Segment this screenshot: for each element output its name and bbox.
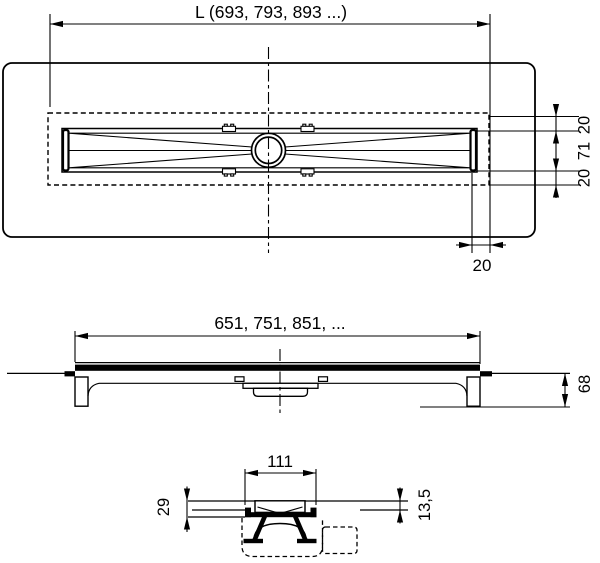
plan-view: L (693, 793, 893 ...) 20 71 20 20 [2, 2, 594, 275]
grate-frame-section [254, 500, 306, 514]
fixing-clip-bottom-right [300, 168, 315, 177]
side-view: 651, 751, 851, ... 68 [7, 313, 594, 414]
channel-end-cap-right [469, 128, 478, 172]
fixing-clip-top-right [300, 123, 315, 133]
drain-channel-plan [61, 123, 478, 177]
side-length-label: 651, 751, 851, ... [214, 313, 345, 333]
recess-depth-label: 13,5 [416, 489, 434, 521]
flange-tab-right [480, 371, 492, 377]
end-view: 111 29 13,5 [155, 452, 434, 558]
plan-edge-bottom-label: 20 [576, 169, 594, 187]
plan-edge-top-label: 20 [576, 116, 594, 134]
plan-arrowheads [50, 20, 560, 249]
bracket-foot-right [297, 538, 317, 544]
bracket-leg-right [293, 517, 308, 539]
flange-width-label: 111 [267, 452, 293, 471]
end-arrowheads [183, 469, 404, 530]
plan-end-offset-label: 20 [473, 256, 492, 275]
seal-flange-lip-left [245, 507, 251, 518]
channel-profile-bar [75, 364, 480, 371]
side-clip-right [317, 376, 329, 382]
seal-flange-lip-right [310, 507, 317, 518]
support-foot-left [74, 376, 89, 407]
grate-frame-vee [257, 506, 303, 515]
support-foot-right-brace [455, 382, 468, 397]
section-level-lines-right [305, 500, 408, 511]
fixing-clip-top-left [221, 123, 237, 133]
plan-length-label: L (693, 793, 893 ...) [195, 2, 347, 22]
siphon-dashed-outline [241, 518, 324, 558]
siphon-outlet-dashed [321, 526, 358, 555]
fixing-clip-bottom-left [221, 168, 237, 177]
right-reference-lines [477, 115, 579, 186]
seal-flange-bar [245, 512, 317, 518]
side-clip-left [234, 376, 245, 382]
frame-height-label: 29 [155, 498, 173, 516]
support-foot-right [466, 376, 481, 407]
channel-end-cap-left [61, 128, 70, 172]
length-extension-lines [49, 14, 491, 253]
support-foot-left-brace [87, 382, 100, 397]
support-bracket [243, 507, 317, 544]
flange-tab-left [64, 371, 75, 377]
side-height-label: 68 [576, 375, 594, 393]
flange-width-extension-lines [244, 469, 317, 505]
bracket-leg-left [252, 517, 267, 539]
side-arrowheads [75, 332, 569, 407]
bracket-foot-left [243, 538, 263, 544]
outlet-tray-side [252, 387, 309, 397]
section-level-lines-left [188, 500, 255, 518]
plan-channel-width-label: 71 [576, 142, 594, 160]
